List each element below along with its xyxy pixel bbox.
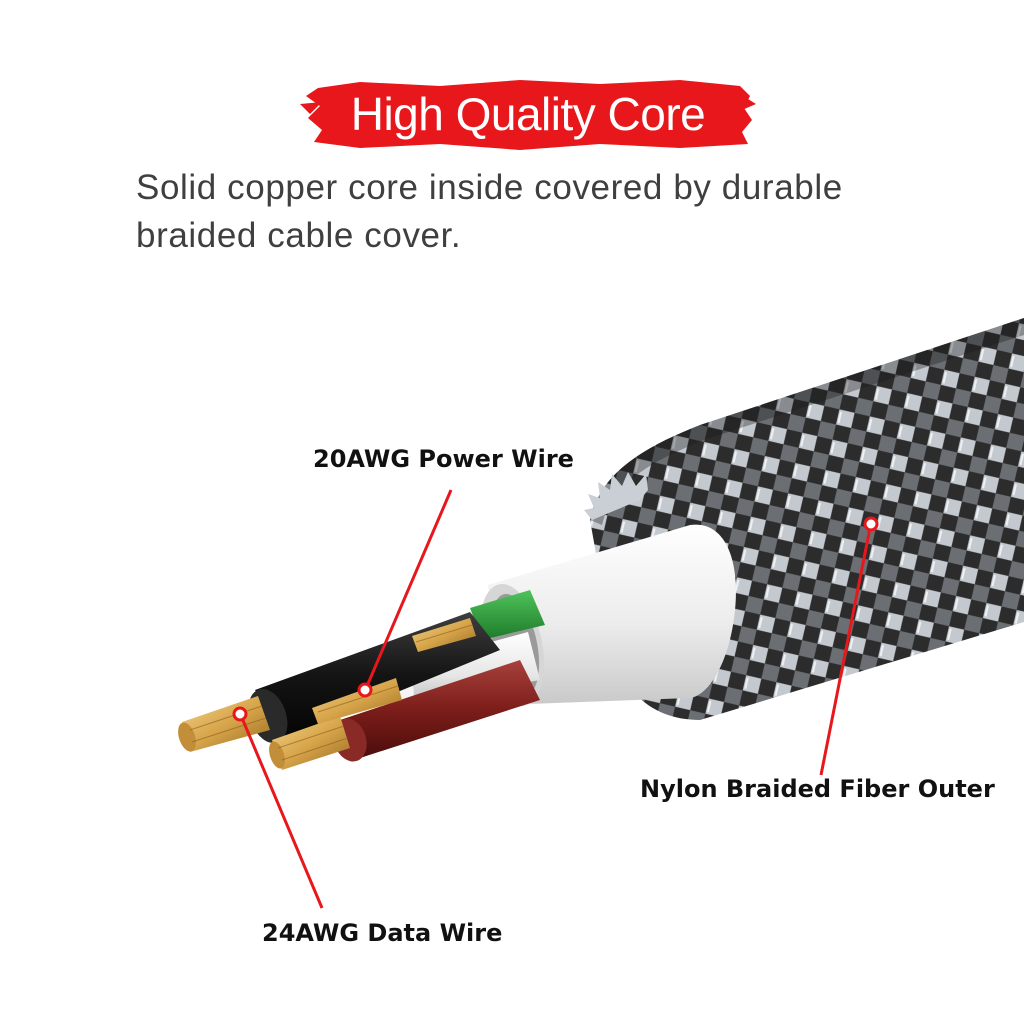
pointer-dot-data-wire — [232, 706, 248, 722]
callout-nylon-outer: Nylon Braided Fiber Outer — [640, 775, 995, 803]
description-line-2: braided cable cover. — [136, 216, 462, 255]
description-line-1: Solid copper core inside covered by dura… — [136, 168, 843, 207]
heading-banner: High Quality Core — [300, 74, 756, 154]
page-title: High Quality Core — [350, 88, 706, 140]
pointer-dot-outer — [863, 516, 879, 532]
pointer-dot-power-wire — [357, 682, 373, 698]
pointer-line-data-wire — [240, 717, 324, 909]
callout-power-wire: 20AWG Power Wire — [313, 445, 574, 473]
description-text: Solid copper core inside covered by dura… — [136, 164, 916, 260]
callout-data-wire: 24AWG Data Wire — [262, 919, 503, 947]
pointer-line-outer — [819, 527, 872, 776]
pointer-line-power-wire — [365, 489, 453, 687]
brush-stroke-shape — [300, 80, 756, 150]
